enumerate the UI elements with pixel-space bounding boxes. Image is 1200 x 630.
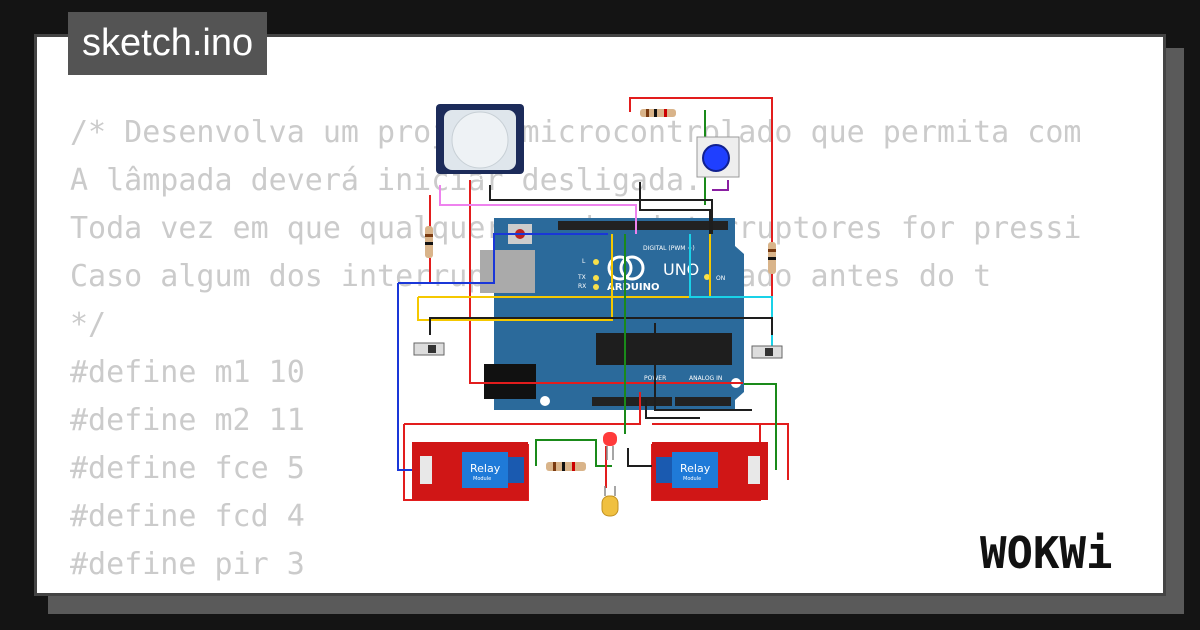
code-line: Toda vez em que qualquer um dos interrup… [70, 211, 1082, 246]
arduino-brand: ARDUINO [607, 282, 659, 293]
wires [397, 97, 789, 501]
rx-label: RX [578, 283, 586, 290]
push-button[interactable] [696, 136, 740, 178]
svg-text:+ D -: + D - [470, 174, 489, 182]
code-line: #define m2 11 [70, 403, 305, 438]
relay-right-sub: Module [683, 476, 701, 482]
code-listing: /* Desenvolva um projeto microcontrolado… [70, 109, 1082, 593]
on-label: ON [716, 275, 725, 282]
l-label: L [582, 258, 586, 265]
relay-module-left[interactable]: Relay Module [412, 442, 528, 500]
relay-left-sub: Module [473, 476, 491, 482]
relay-right-label: Relay [680, 462, 711, 475]
lamp-bulb [601, 486, 619, 517]
red-led [603, 432, 617, 460]
slide-switch-left[interactable] [413, 342, 445, 356]
sketch-title: sketch.ino [68, 12, 268, 75]
digital-label: DIGITAL (PWM ~) [643, 245, 695, 252]
arduino-model: UNO [663, 260, 699, 279]
code-line: */ [70, 307, 107, 342]
code-line: #define fcd 4 [70, 499, 305, 534]
tx-label: TX [577, 274, 586, 281]
slide-switch-right[interactable] [751, 345, 783, 359]
resistor-left [425, 226, 433, 258]
relay-module-right[interactable]: Relay Module [652, 442, 768, 500]
pir-sensor[interactable]: + D - [436, 104, 524, 182]
code-line: #define pir 3 [70, 547, 305, 582]
resistor-top [640, 109, 676, 117]
relay-left-label: Relay [470, 462, 501, 475]
code-line: #define m1 10 [70, 355, 305, 390]
wokwi-logo: WOKWi [980, 528, 1112, 579]
code-line: #define fce 5 [70, 451, 305, 486]
resistor-right [768, 242, 776, 274]
analog-label: ANALOG IN [689, 375, 722, 382]
svg-text:WOKWi: WOKWi [980, 528, 1112, 579]
resistor-bottom [546, 462, 586, 471]
